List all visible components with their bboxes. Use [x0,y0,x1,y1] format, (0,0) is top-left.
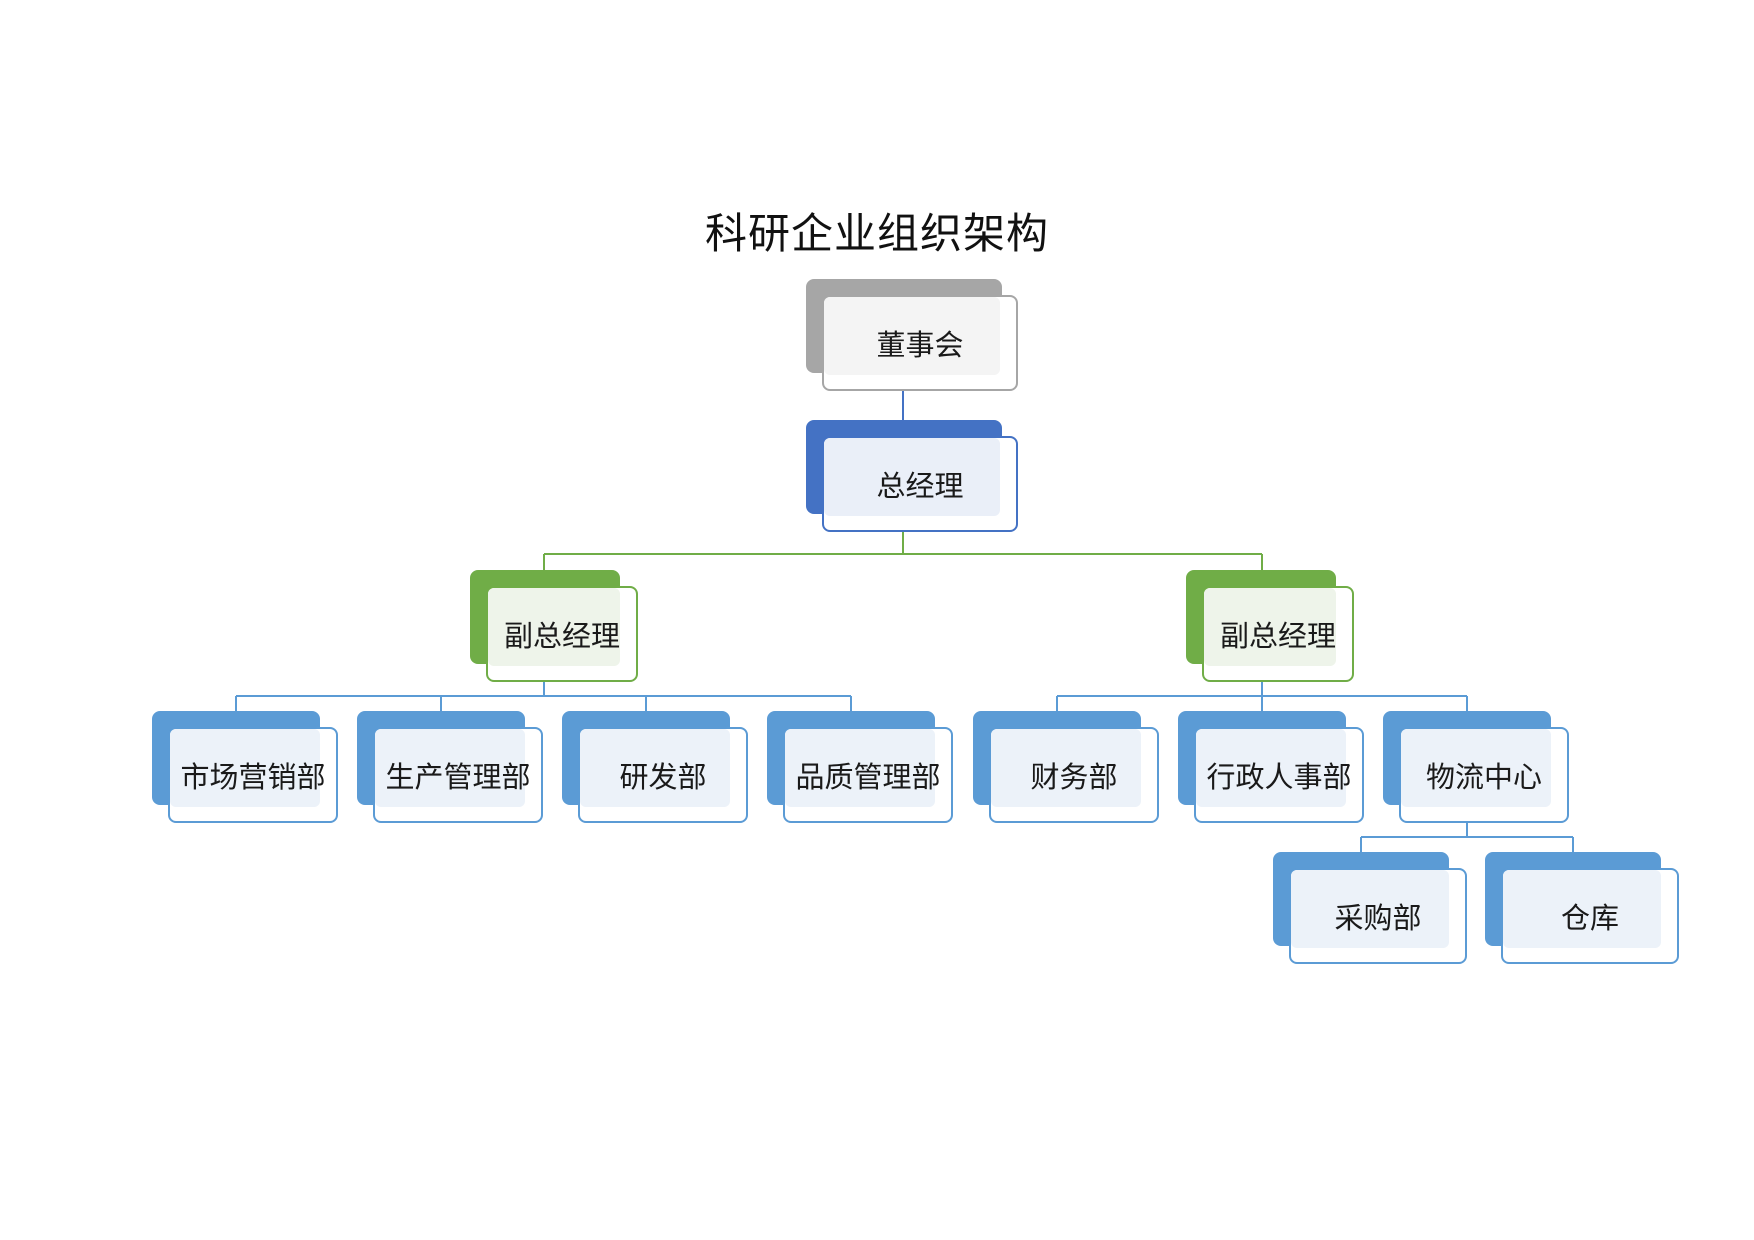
node-production-label: 生产管理部 [385,760,531,794]
node-vice-gm-right-label: 副总经理 [1219,619,1336,653]
node-board-label: 董事会 [876,328,964,362]
node-marketing-label: 市场营销部 [180,760,326,794]
node-rnd-label: 研发部 [619,760,707,794]
node-finance-label: 财务部 [1030,760,1118,794]
connector-vgm-right-depts [1056,682,1468,711]
node-warehouse-label: 仓库 [1560,901,1619,935]
connector-gm-vgm [543,532,1263,570]
node-admin-hr-label: 行政人事部 [1206,760,1352,794]
node-quality-label: 品质管理部 [795,760,941,794]
node-purchasing-label: 采购部 [1334,901,1422,935]
node-vice-gm-left-label: 副总经理 [503,619,620,653]
chart-title: 科研企业组织架构 [704,209,1049,258]
node-general-manager-label: 总经理 [876,469,964,503]
connector-vgm-left-depts [235,682,852,711]
connector-logistics-children [1360,823,1574,852]
node-logistics-label: 物流中心 [1425,760,1542,794]
